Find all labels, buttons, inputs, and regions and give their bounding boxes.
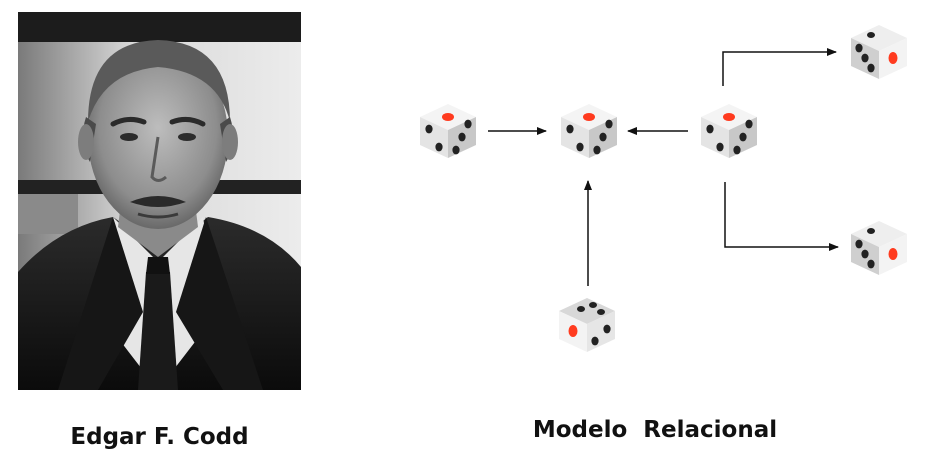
edge-right-to-top-right: [722, 48, 837, 86]
relational-model-diagram: [420, 25, 907, 352]
model-caption: Modelo Relacional: [532, 417, 778, 443]
edge-right-to-bottom-right: [724, 182, 839, 251]
person-caption: Edgar F. Codd: [70, 424, 249, 450]
die-node-center: [561, 104, 617, 158]
die-node-right: [701, 104, 757, 158]
die-node-bottom: [559, 298, 615, 352]
die-node-left: [420, 104, 476, 158]
die-node-top-right: [851, 25, 907, 79]
die-node-bottom-right: [851, 221, 907, 275]
portrait-photo: [18, 12, 301, 390]
